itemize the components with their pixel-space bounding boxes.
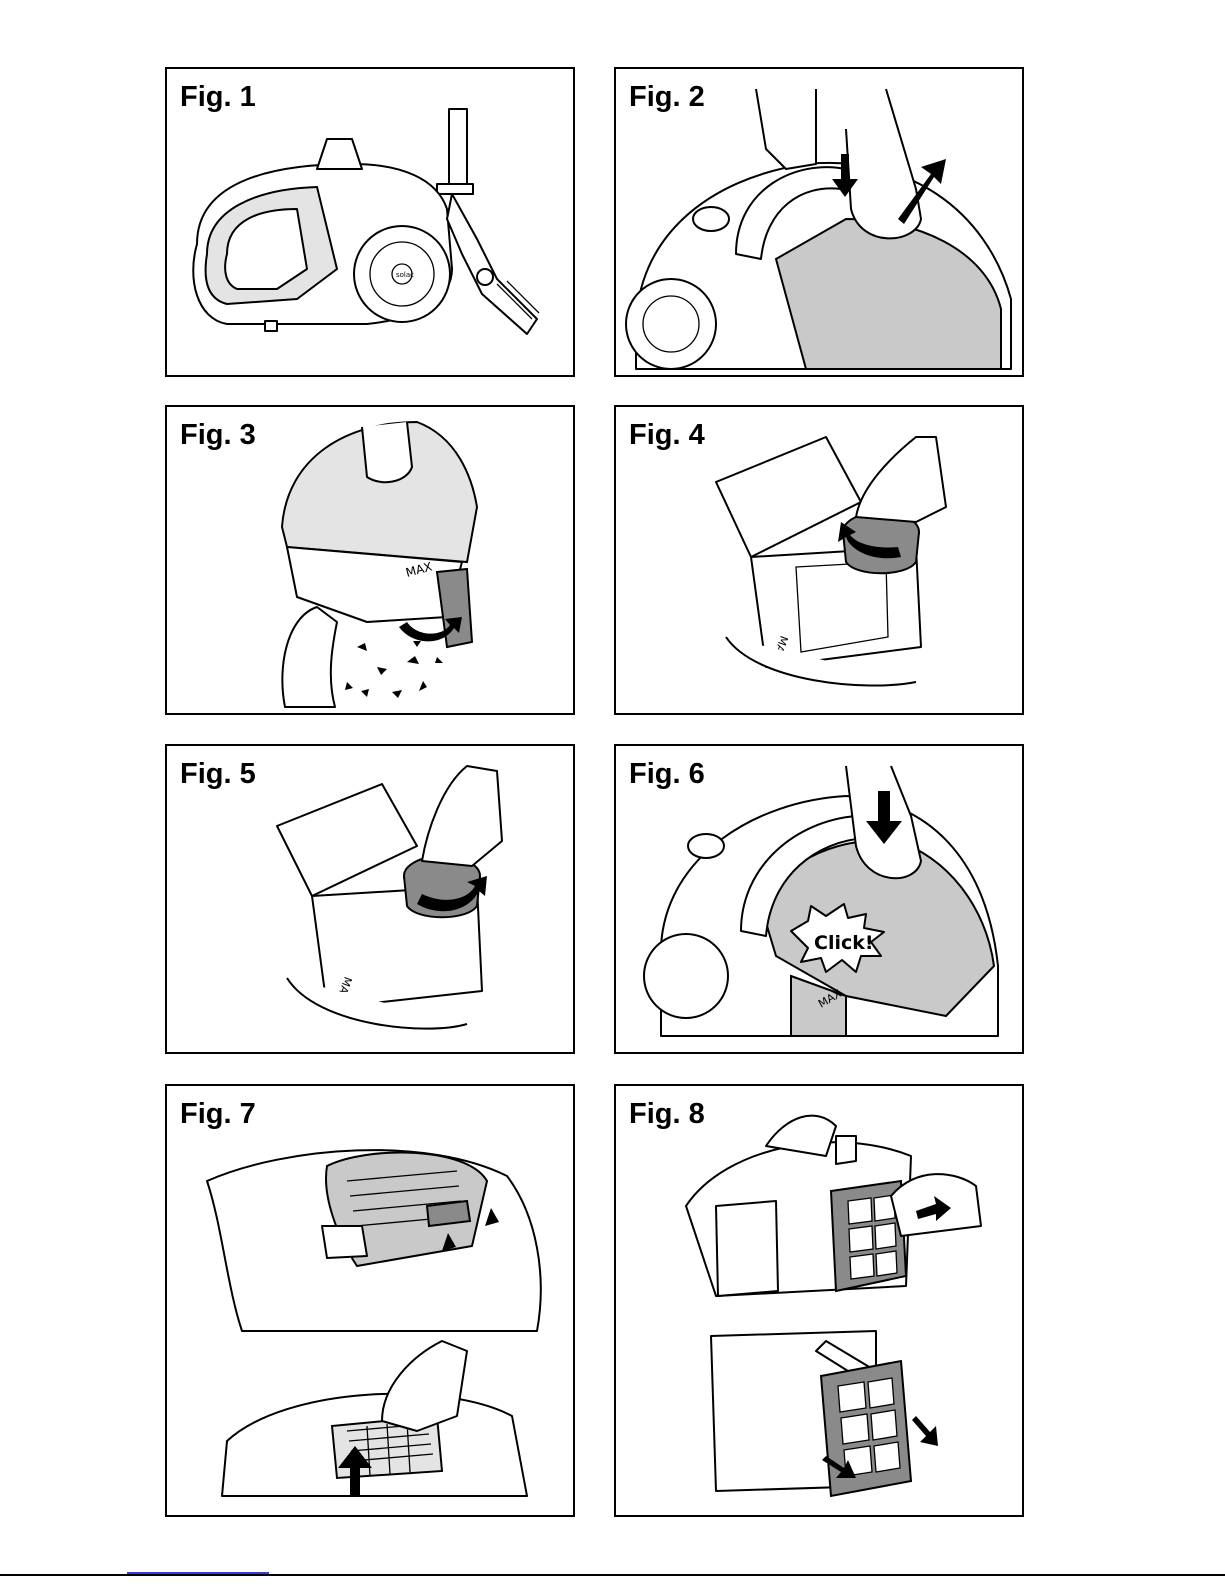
figure-3-label: Fig. 3 (180, 419, 256, 452)
page-bottom-rule (0, 1574, 1225, 1576)
remove-exhaust-filter-illustration (167, 1086, 573, 1515)
figure-1-label: Fig. 1 (180, 81, 256, 114)
figure-8-label: Fig. 8 (629, 1098, 705, 1131)
figure-3: Fig. 3 MAX (165, 405, 575, 715)
click-callout: Click! (814, 932, 874, 954)
replace-hepa-filter-illustration (616, 1086, 1022, 1515)
figure-1: Fig. 1 solac (165, 67, 575, 377)
refit-filter-illustration: MAX (167, 746, 573, 1052)
figure-6: Fig. 6 MAX Click! (614, 744, 1024, 1054)
figure-7: Fig. 7 (165, 1084, 575, 1517)
empty-dust-container-illustration: MAX (167, 407, 573, 713)
figure-8: Fig. 8 (614, 1084, 1024, 1517)
figure-5-label: Fig. 5 (180, 758, 256, 791)
figure-4-label: Fig. 4 (629, 419, 705, 452)
link-underline (127, 1572, 269, 1574)
figure-6-label: Fig. 6 (629, 758, 705, 791)
lid-release-illustration (616, 69, 1022, 375)
figure-5: Fig. 5 MAX (165, 744, 575, 1054)
close-lid-illustration: MAX Click! (616, 746, 1022, 1052)
figure-7-label: Fig. 7 (180, 1098, 256, 1131)
brand-mark: solac (396, 271, 414, 279)
figure-2: Fig. 2 (614, 67, 1024, 377)
vacuum-cleaner-illustration: solac (167, 69, 573, 375)
figure-2-label: Fig. 2 (629, 81, 705, 114)
figure-4: Fig. 4 MAX (614, 405, 1024, 715)
remove-filter-illustration: MAX (616, 407, 1022, 713)
